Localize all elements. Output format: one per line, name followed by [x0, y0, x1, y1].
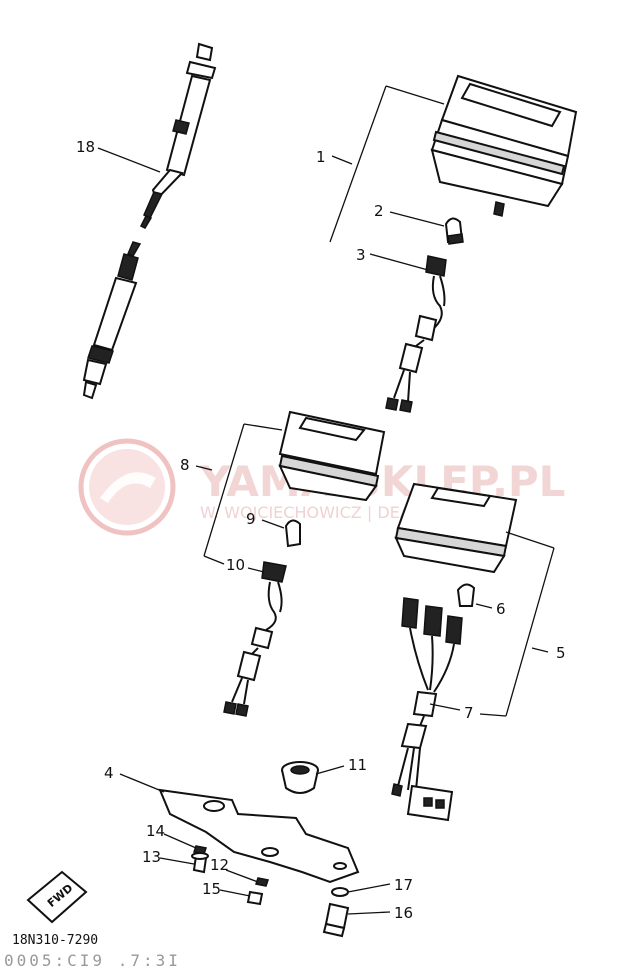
socket-cord-3: [385, 255, 447, 413]
meter-assembly: [430, 74, 578, 217]
bulb-6: [456, 583, 476, 607]
callout-14: 14: [146, 822, 165, 840]
meter-8: [278, 410, 386, 502]
hardware: [191, 845, 350, 938]
callout-5: 5: [556, 644, 566, 662]
callout-4: 4: [104, 764, 114, 782]
callout-16: 16: [394, 904, 413, 922]
callout-9: 9: [246, 510, 256, 528]
footer-code: 0005:CI9 .7:3I: [4, 951, 181, 970]
meter-5: [394, 482, 518, 574]
washer-17: [331, 887, 349, 897]
fwd-arrow-icon: FWD: [26, 870, 88, 924]
leader-lines: [97, 85, 555, 915]
callout-12: 12: [210, 856, 229, 874]
bulb-2: [444, 217, 464, 245]
callout-18: 18: [76, 138, 95, 156]
callout-17: 17: [394, 876, 413, 894]
nut-15: [246, 890, 264, 906]
callout-10: 10: [226, 556, 245, 574]
watermark-logo-icon: [100, 472, 156, 503]
callout-numbers: 1 2 3 4 5 6 7 8 9 10 11 12 13 14 15 16 1…: [76, 138, 566, 922]
bulb-9: [284, 519, 301, 548]
diagram-code: 18N310-7290: [12, 933, 98, 948]
socket-cord-10: [223, 561, 287, 717]
callout-3: 3: [356, 246, 366, 264]
callout-11: 11: [348, 756, 367, 774]
callout-15: 15: [202, 880, 221, 898]
callout-1: 1: [316, 148, 326, 166]
callout-8: 8: [180, 456, 190, 474]
callout-7: 7: [464, 704, 474, 722]
callout-6: 6: [496, 600, 506, 618]
callout-13: 13: [142, 848, 161, 866]
socket-cords-7: [391, 597, 463, 822]
bracket-4: [158, 788, 360, 884]
callout-2: 2: [374, 202, 384, 220]
speedometer-cable: [82, 42, 217, 400]
grommet-11: [281, 761, 319, 794]
